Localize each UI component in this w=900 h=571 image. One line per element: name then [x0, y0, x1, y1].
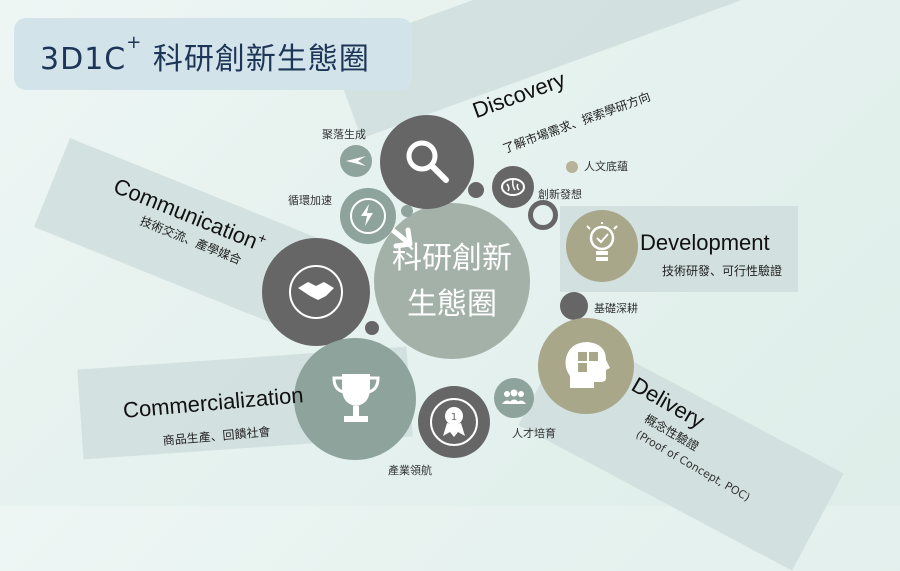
lightbulb-icon	[586, 222, 618, 261]
arrow-icon	[387, 225, 413, 249]
trophy-icon	[332, 374, 380, 422]
cluster-label: 聚落生成	[322, 128, 366, 141]
leadership-label: 產業領航	[388, 464, 432, 477]
paper-plane-icon	[346, 156, 366, 166]
search-icon	[406, 140, 449, 183]
lightning-icon	[361, 204, 373, 226]
title-box	[14, 18, 412, 90]
talent-label: 人才培育	[512, 427, 556, 440]
humanities-label: 人文底蘊	[584, 160, 628, 173]
medal-icon: 1	[443, 407, 465, 437]
accelerate-inner	[350, 198, 386, 234]
people-icon	[502, 389, 526, 404]
page-title: 3D1C+ 科研創新生態圈	[40, 32, 370, 77]
handshake-ring	[289, 265, 343, 319]
dot-2	[401, 205, 413, 217]
ring-decoration	[528, 200, 558, 230]
discovery-circle	[380, 115, 474, 209]
brain-icon	[501, 178, 525, 196]
accelerate-label: 循環加速	[288, 194, 332, 207]
dot-1	[468, 182, 484, 198]
foundation-dot	[560, 292, 588, 320]
center-circle	[374, 203, 530, 359]
development-heading: Development	[640, 230, 770, 255]
innovation-label: 創新發想	[538, 188, 582, 201]
development-sub: 技術研發、可行性驗證	[662, 264, 783, 278]
svg-text:1: 1	[451, 412, 457, 423]
dot-3	[365, 321, 379, 335]
foundation-label: 基礎深耕	[594, 302, 638, 315]
center-label: 科研創新 生態圈	[392, 241, 512, 322]
handshake-icon	[298, 282, 334, 300]
head-puzzle-icon	[565, 342, 610, 388]
humanities-dot	[566, 161, 578, 173]
leadership-inner	[430, 398, 478, 446]
talent-circle	[494, 378, 534, 418]
